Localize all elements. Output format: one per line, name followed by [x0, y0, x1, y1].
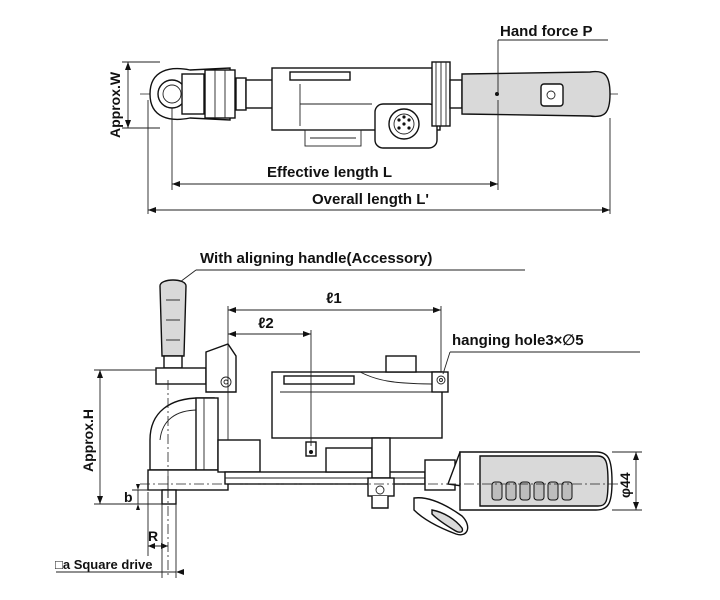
- height-dimension: [94, 369, 162, 505]
- effective-length-dimension: [171, 100, 499, 190]
- l2-dimension: [228, 330, 312, 446]
- b-label: b: [124, 489, 133, 505]
- side-main-body: [271, 355, 449, 509]
- width-label: Approx.W: [107, 71, 123, 138]
- overall-length-label: Overall length L': [312, 191, 429, 208]
- top-view: Hand force P Approx.W Effective length L: [107, 23, 620, 214]
- l2-label: ℓ2: [258, 315, 274, 332]
- b-dimension: [132, 484, 162, 510]
- overall-length-dimension: [147, 100, 611, 214]
- r-label: R: [148, 528, 158, 544]
- aligning-handle-label: With aligning handle(Accessory): [200, 250, 432, 267]
- side-view: With aligning handle(Accessory): [55, 250, 642, 578]
- effective-length-label: Effective length L: [267, 164, 392, 181]
- side-ratchet-head: [147, 397, 229, 505]
- square-drive-label: □a Square drive: [55, 557, 152, 572]
- r-dimension: [147, 492, 168, 556]
- square-drive-dimension: [56, 504, 184, 578]
- top-handle: [449, 70, 611, 118]
- height-label: Approx.H: [80, 409, 96, 472]
- top-shaft: [245, 79, 275, 109]
- diameter-dimension: [612, 451, 642, 511]
- width-dimension: [122, 61, 160, 129]
- diameter-label: φ44: [617, 472, 633, 498]
- aligning-handle: [155, 279, 237, 393]
- hanging-hole-label: hanging hole3×∅5: [452, 332, 584, 349]
- top-ratchet-head: [149, 67, 247, 121]
- l1-dimension: [227, 306, 442, 440]
- hand-force-label: Hand force P: [500, 23, 593, 40]
- side-handle: [413, 451, 613, 536]
- l1-label: ℓ1: [326, 290, 342, 307]
- top-main-body: [271, 61, 451, 149]
